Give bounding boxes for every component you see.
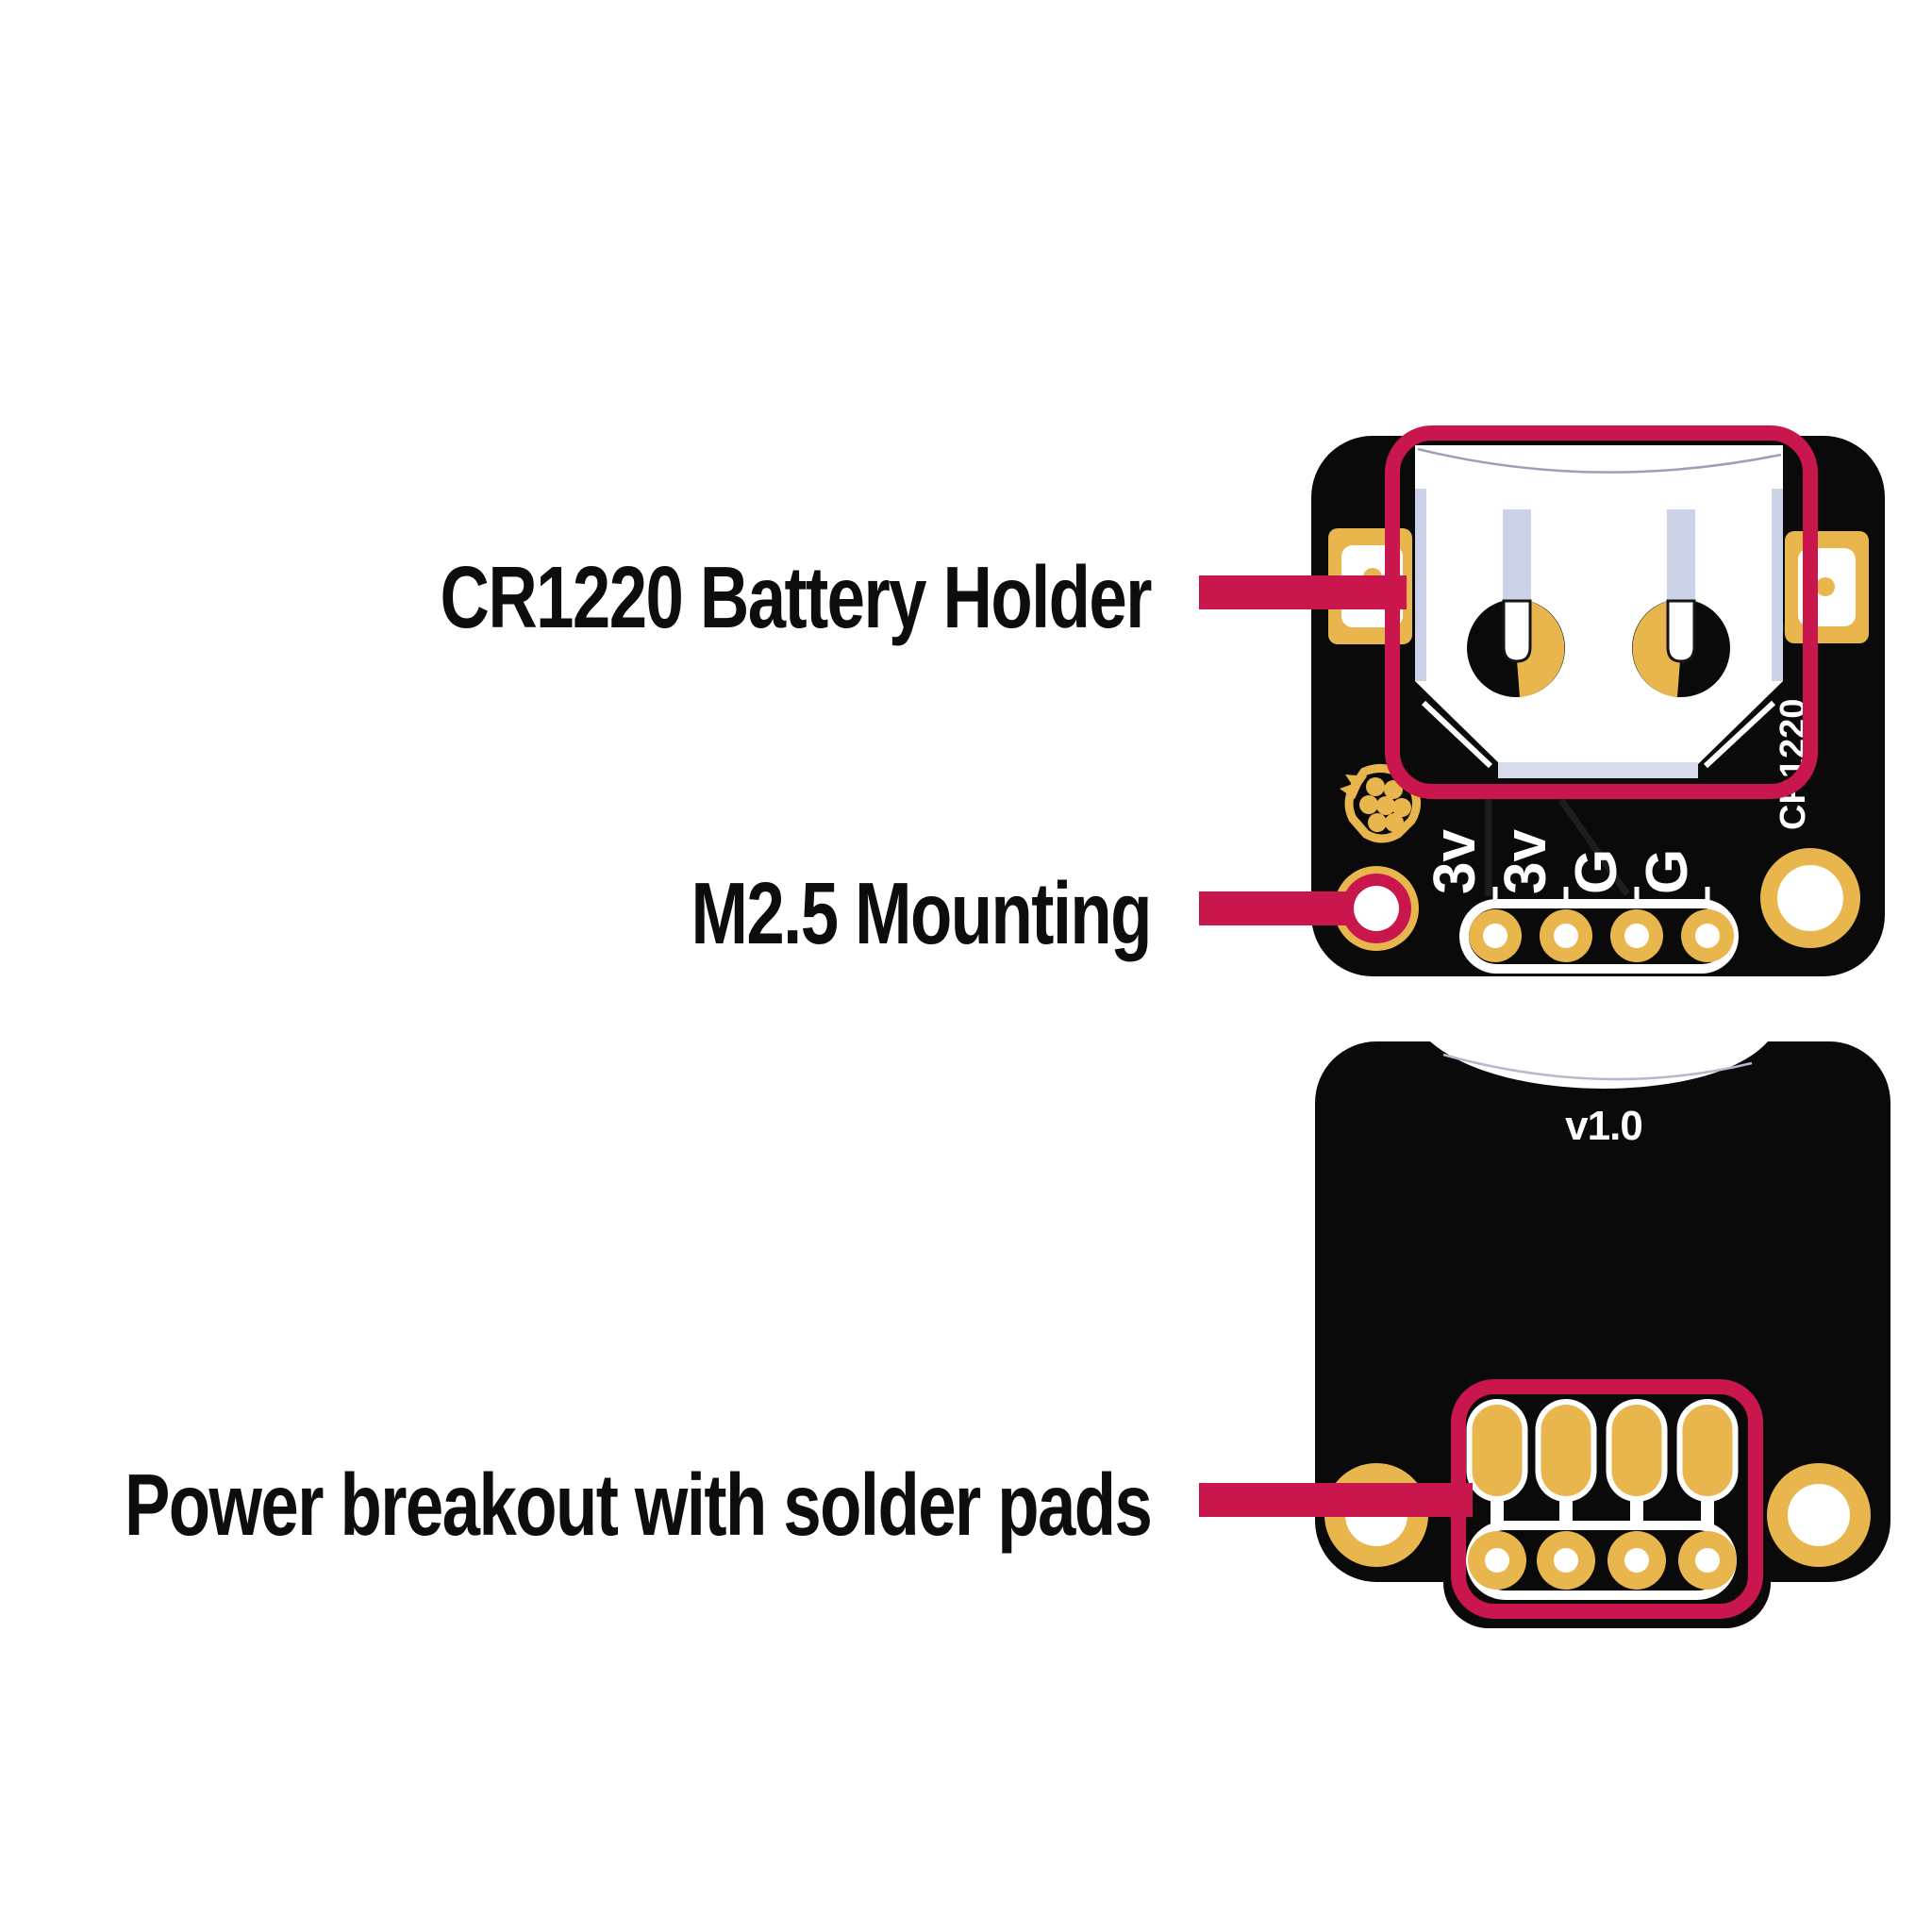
holder-notch-seam [1442,1053,1753,1081]
holder-side-clip-right [1772,489,1783,681]
battery-prong-left [1502,509,1532,663]
solder-pad [1676,1399,1739,1529]
label-battery-holder: CR1220 Battery Holder [440,548,1153,646]
version-text: v1.0 [1565,1103,1642,1149]
solder-pad [1535,1399,1597,1529]
label-power-breakout: Power breakout with solder pads [124,1456,1153,1554]
highlight-power-breakout [1451,1379,1763,1619]
mounting-hole-back-right [1767,1463,1871,1567]
pin-ticks [1492,887,1710,901]
pin-label: G [1635,849,1700,894]
leader-line-mounting [1199,891,1369,925]
label-m25-mounting: M2.5 Mounting [691,864,1153,962]
annotation-overlays [1199,425,1818,1619]
pin-label: G [1564,849,1629,894]
pin-header-back [1466,1521,1737,1600]
pin-label: 3v [1423,829,1488,894]
board-back: v1.0 [1315,1041,1890,1628]
pin-hole [1469,909,1734,962]
leader-line-power-breakout [1199,1483,1473,1517]
side-pad-right [1785,531,1869,643]
mounting-hole-front-right [1760,848,1860,948]
holder-side-clip-left [1415,489,1426,681]
battery-prong-right [1666,509,1696,663]
solder-pads [1466,1399,1739,1600]
pin-header-front: 3v 3v G G [1423,829,1739,974]
highlight-battery-holder [1385,425,1818,799]
battery-holder [1415,445,1783,778]
holder-bottom-edge [1498,762,1698,778]
holder-top-seam [1417,447,1782,474]
leader-line-battery-holder [1199,575,1407,609]
holder-notch [1430,1041,1768,1089]
highlight-mounting-hole [1341,874,1411,943]
solder-pad [1466,1399,1528,1529]
pin-label: 3v [1493,829,1558,894]
